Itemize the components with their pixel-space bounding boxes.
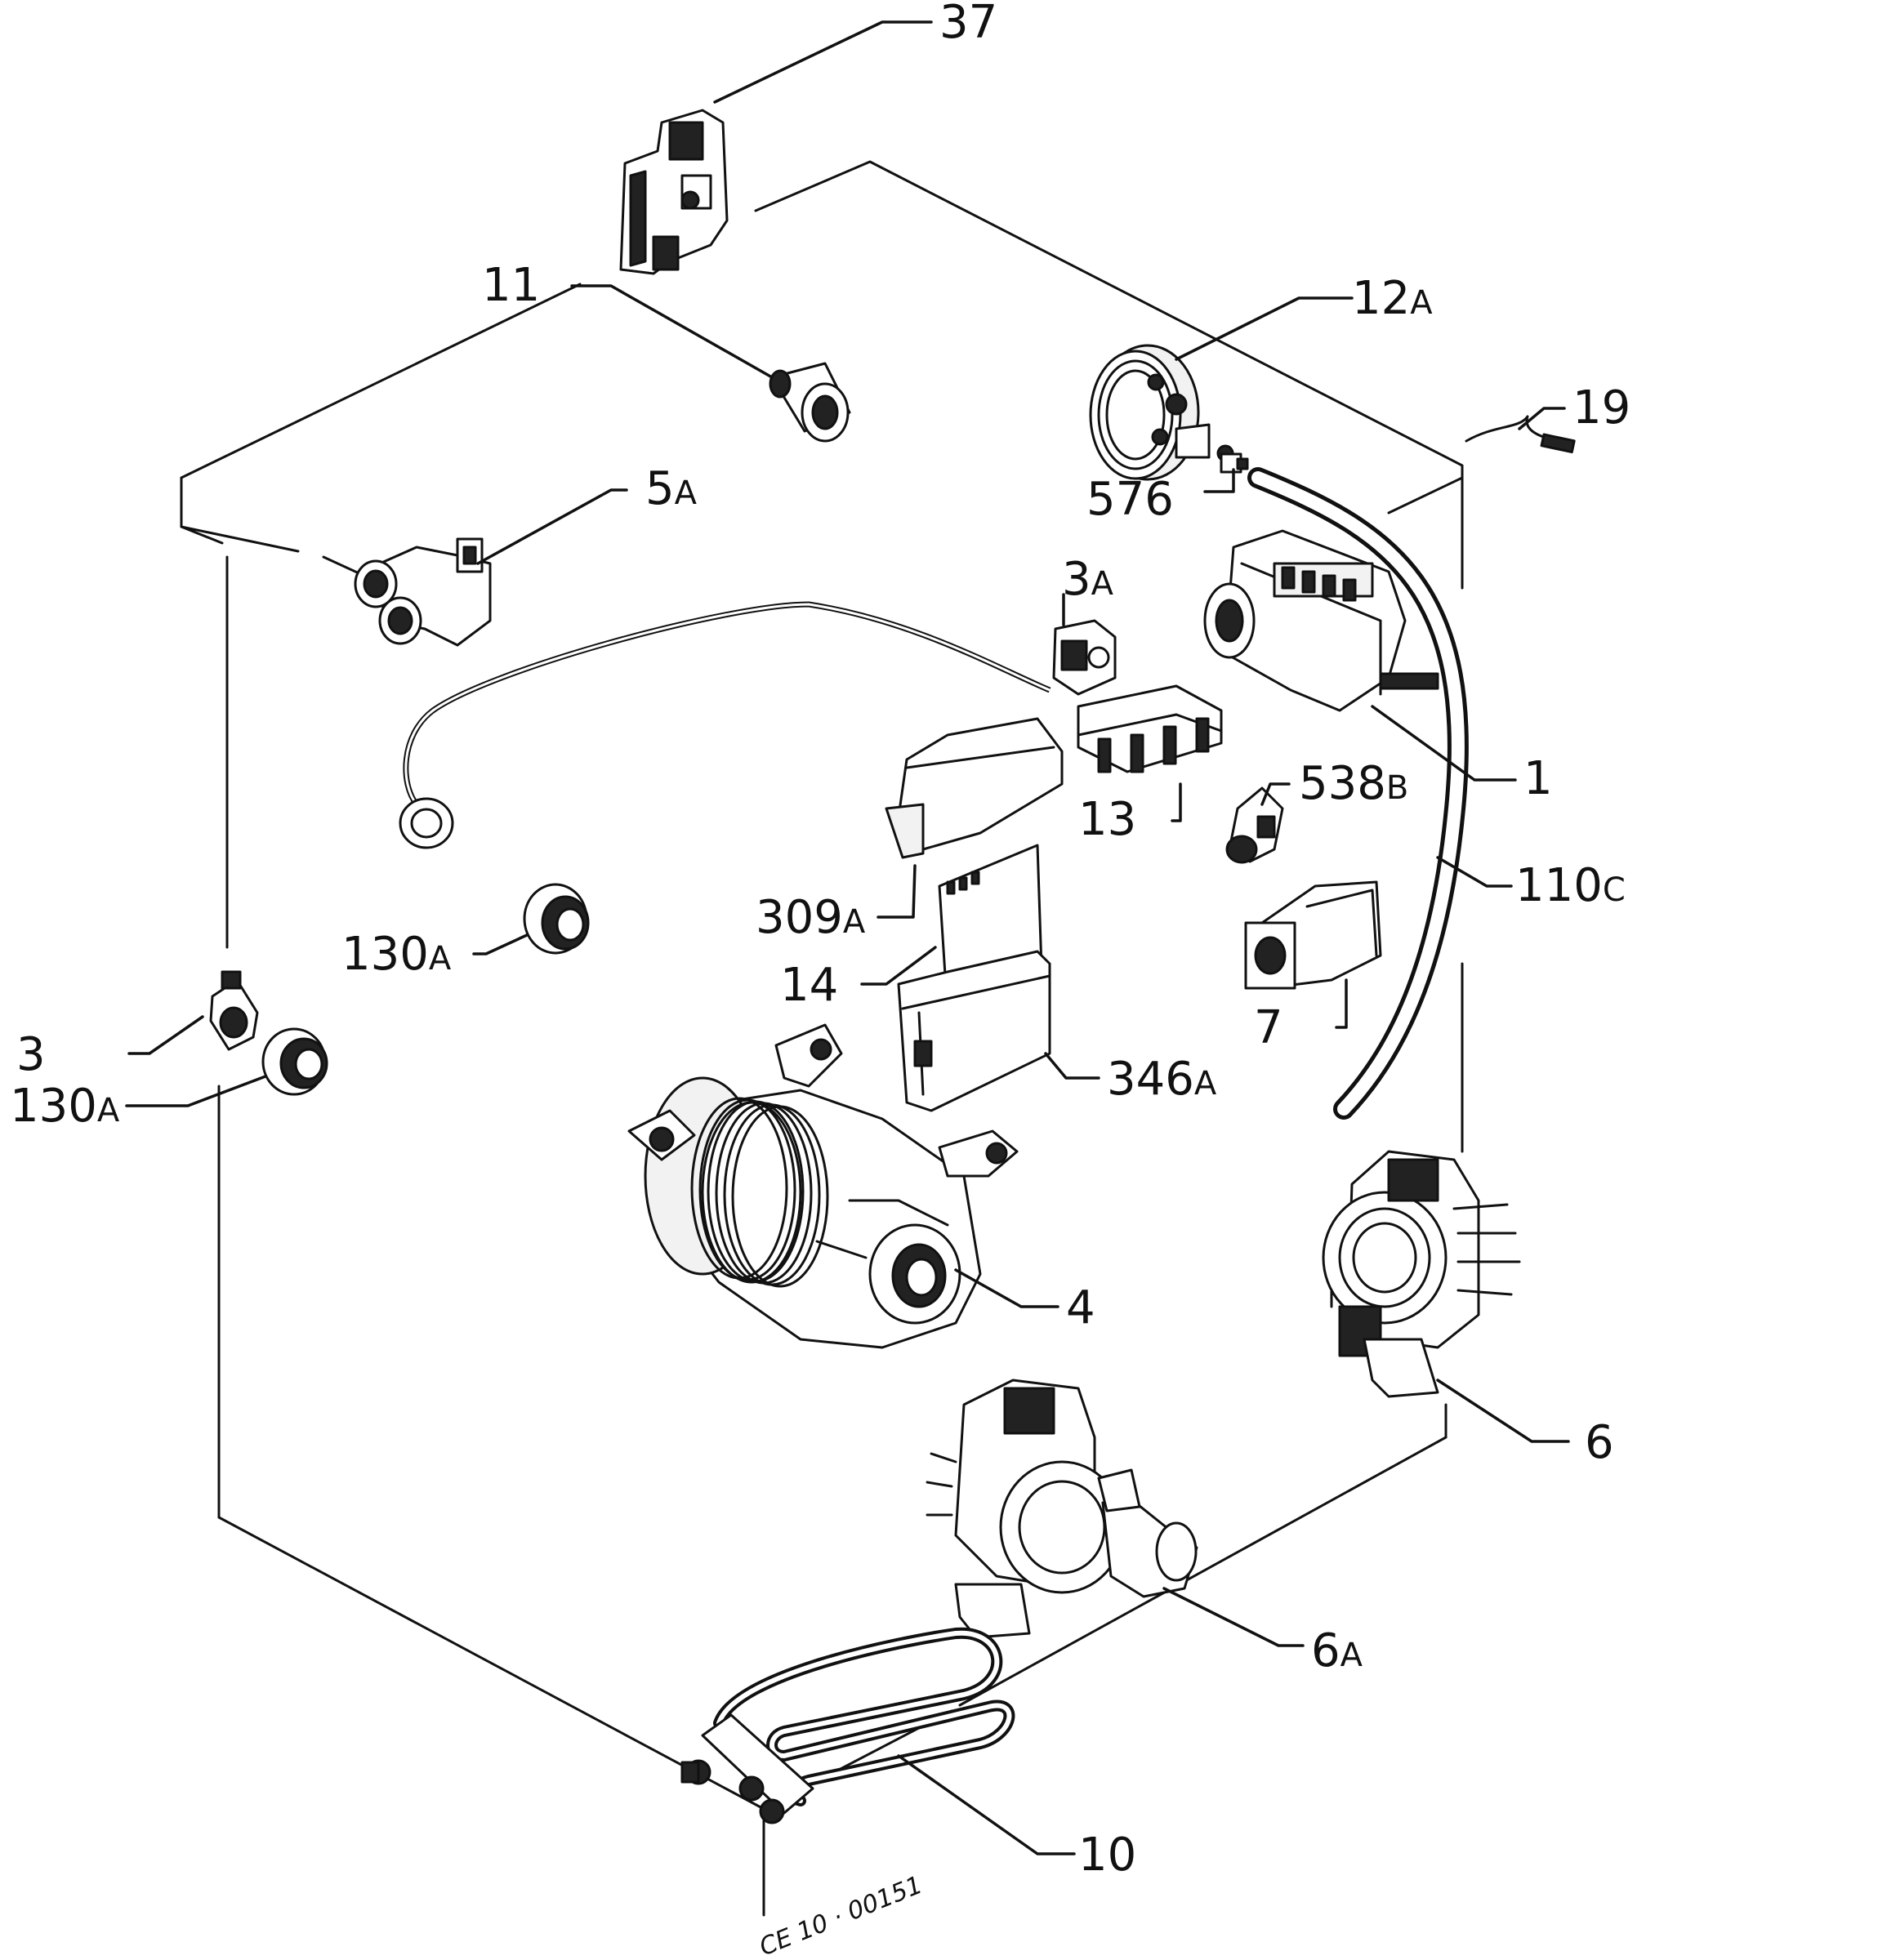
label-10: 10 xyxy=(1078,1829,1136,1882)
label-309a: 309A xyxy=(756,891,866,944)
label-3a: 3A xyxy=(1062,553,1114,606)
label-130a-lower: 130A xyxy=(10,1080,120,1133)
label-3: 3 xyxy=(16,1028,46,1081)
clip-part xyxy=(1465,415,1576,454)
label-4: 4 xyxy=(1066,1281,1095,1334)
label-5a: 5A xyxy=(645,462,698,515)
small-thermostat-part xyxy=(209,970,259,1051)
label-7: 7 xyxy=(1254,1001,1283,1054)
drain-pump-part xyxy=(1322,1150,1521,1398)
label-576: 576 xyxy=(1086,473,1174,526)
drain-pump-alt-part xyxy=(926,1379,1198,1639)
bushing-part xyxy=(769,362,851,443)
label-1: 1 xyxy=(1523,752,1553,805)
screw-part xyxy=(1220,452,1249,474)
label-19: 19 xyxy=(1572,381,1630,434)
label-13: 13 xyxy=(1078,793,1136,846)
drawing-code: CE 10 · 00151 xyxy=(756,1871,926,1960)
grommet-lower-part xyxy=(261,1027,328,1096)
label-6a: 6A xyxy=(1311,1624,1363,1677)
cover-lid-part xyxy=(885,717,1064,859)
label-11: 11 xyxy=(482,259,540,312)
terminal-block-part xyxy=(1077,684,1223,773)
sensor-wire-part xyxy=(399,601,1051,849)
grommet-upper-part xyxy=(523,883,590,955)
heating-element-part xyxy=(680,1627,1015,1824)
hose-part xyxy=(1247,467,1469,1120)
label-37: 37 xyxy=(939,0,997,49)
motor-part xyxy=(627,1023,1019,1349)
dispenser-box-part xyxy=(897,950,1051,1112)
timer-knob-part xyxy=(1089,344,1234,481)
programmer-part xyxy=(1203,529,1439,712)
solenoid-valve-part xyxy=(354,537,492,647)
thermostat-part xyxy=(1052,619,1117,696)
label-6: 6 xyxy=(1585,1416,1614,1469)
label-130a-upper: 130A xyxy=(341,928,452,981)
cable-clamp-part xyxy=(1225,786,1284,864)
leader-lines xyxy=(125,20,1570,1855)
label-12a: 12A xyxy=(1352,272,1433,325)
label-346a: 346A xyxy=(1107,1053,1217,1106)
door-interlock-part xyxy=(619,109,729,275)
label-110c: 110C xyxy=(1515,859,1626,912)
interference-filter-part xyxy=(1244,880,1382,990)
label-538b: 538B xyxy=(1299,757,1408,810)
part-labels: 37 11 12A 19 576 5A 3A 1 538B 13 110C 30… xyxy=(10,0,1630,1882)
label-14: 14 xyxy=(780,959,838,1012)
